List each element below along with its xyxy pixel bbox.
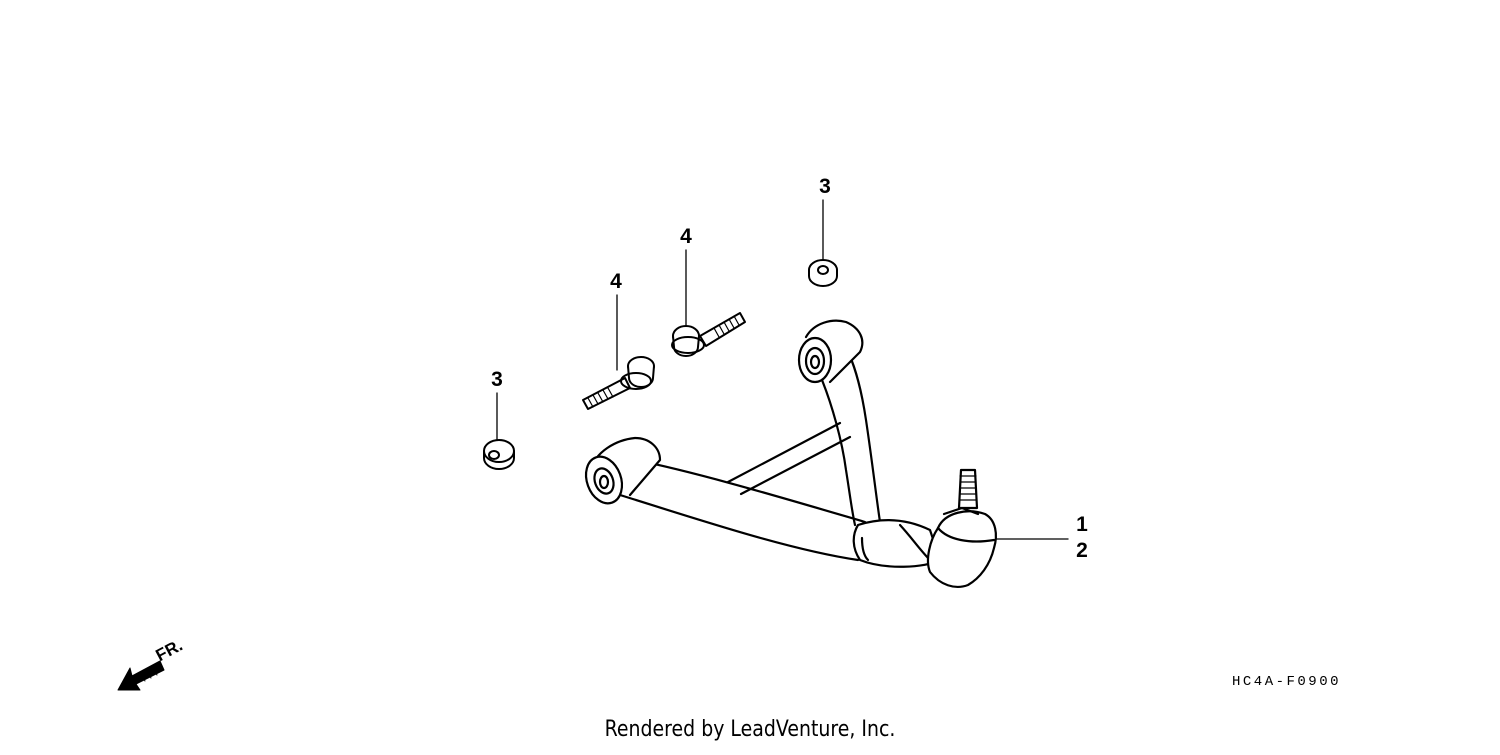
- flange-bolt-left: [582, 356, 655, 410]
- front-direction-arrow: [117, 660, 165, 691]
- ball-joint: [926, 468, 997, 589]
- flange-nut-left: [483, 439, 515, 470]
- upper-arm-assembly: [584, 319, 997, 589]
- drawing-code: HC4A-F0900: [1232, 674, 1342, 690]
- callout-2: 2: [1076, 539, 1088, 562]
- leader-lines: [496, 199, 1069, 540]
- render-credit: Rendered by LeadVenture, Inc.: [604, 717, 896, 742]
- callout-4-right: 4: [680, 225, 692, 248]
- callout-4-left: 4: [610, 270, 622, 293]
- flange-bolt-right: [671, 312, 746, 357]
- callout-3-top: 3: [819, 175, 831, 198]
- flange-nut-top: [808, 259, 838, 287]
- callout-1: 1: [1076, 513, 1088, 536]
- callout-3-left: 3: [491, 368, 503, 391]
